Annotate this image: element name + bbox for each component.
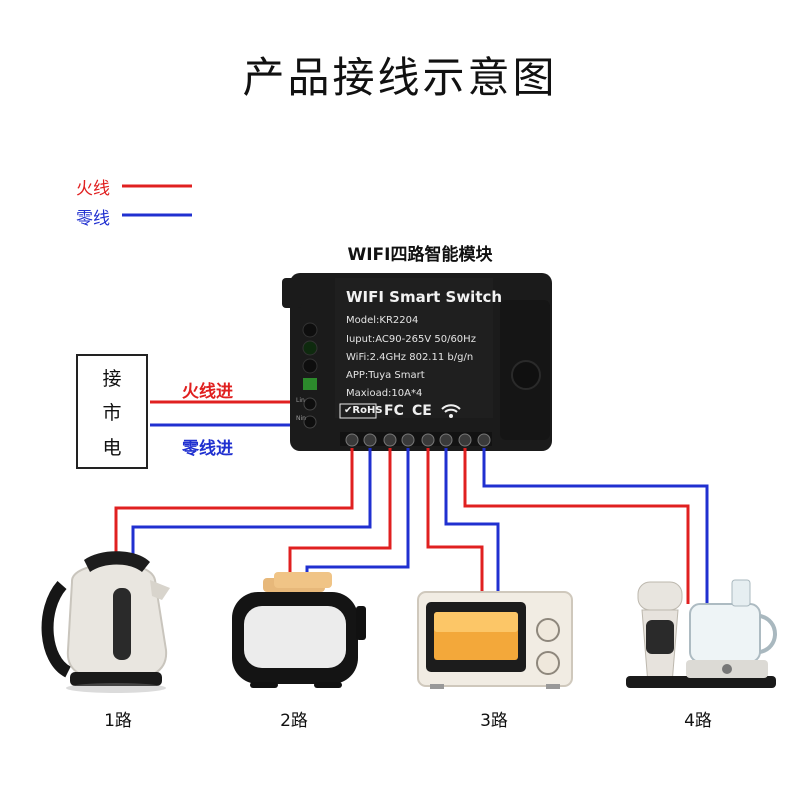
route-label-2: 2路 bbox=[280, 711, 308, 731]
terminal-label-lin: Lin bbox=[296, 397, 305, 404]
page-title: 产品接线示意图 bbox=[242, 53, 558, 102]
food-processor-icon bbox=[626, 579, 777, 688]
route2-live-wire bbox=[288, 448, 392, 583]
module-input: Iuput:AC90-265V 50/60Hz bbox=[346, 334, 476, 345]
mains-char: 市 bbox=[102, 402, 122, 424]
module-caption: WIFI四路智能模块 bbox=[347, 245, 493, 265]
neutral-in-label: 零线进 bbox=[182, 439, 233, 459]
terminal-screw bbox=[421, 433, 435, 447]
toaster-icon bbox=[232, 572, 366, 688]
module-model: Model:KR2204 bbox=[346, 315, 419, 326]
mains-char: 电 bbox=[102, 436, 122, 459]
live-in-label: 火线进 bbox=[182, 382, 233, 402]
route4-live-wire bbox=[463, 448, 690, 604]
module-name: WIFI Smart Switch bbox=[346, 288, 503, 306]
terminal-screw bbox=[401, 433, 415, 447]
module-app: APP:Tuya Smart bbox=[346, 370, 425, 381]
terminal-screw bbox=[458, 433, 472, 447]
terminal-screws bbox=[345, 433, 491, 447]
route4-neutral-wire bbox=[482, 448, 709, 604]
rohs-mark: ✔RoHS bbox=[344, 405, 383, 416]
terminal-screw bbox=[477, 433, 491, 447]
legend-live-label: 火线 bbox=[76, 179, 110, 199]
route1-neutral-wire bbox=[131, 448, 372, 568]
module-maxload: Maxioad:10A*4 bbox=[346, 388, 423, 399]
wifi-icon bbox=[440, 402, 462, 424]
route-label-3: 3路 bbox=[480, 711, 508, 731]
switch-module bbox=[282, 273, 552, 451]
route3-live-wire bbox=[426, 448, 484, 592]
legend-neutral-label: 零线 bbox=[76, 209, 110, 229]
kettle-icon bbox=[41, 551, 170, 693]
route2-neutral-wire bbox=[305, 448, 410, 588]
terminal-screw bbox=[383, 433, 397, 447]
terminal-screw bbox=[363, 433, 377, 447]
route1-live-wire bbox=[114, 448, 354, 568]
ce-mark: CE bbox=[412, 403, 432, 419]
terminal-label-nin: Nin bbox=[296, 415, 306, 422]
route-label-4: 4路 bbox=[684, 711, 712, 731]
terminal-screw bbox=[345, 433, 359, 447]
microwave-icon bbox=[417, 591, 573, 689]
mains-box: 接 市 电 bbox=[76, 354, 148, 469]
route-label-1: 1路 bbox=[104, 711, 132, 731]
fc-mark: FC bbox=[384, 403, 404, 419]
mains-char: 接 bbox=[102, 367, 122, 390]
module-wifi: WiFi:2.4GHz 802.11 b/g/n bbox=[346, 352, 474, 363]
terminal-screw bbox=[439, 433, 453, 447]
route3-neutral-wire bbox=[444, 448, 500, 592]
